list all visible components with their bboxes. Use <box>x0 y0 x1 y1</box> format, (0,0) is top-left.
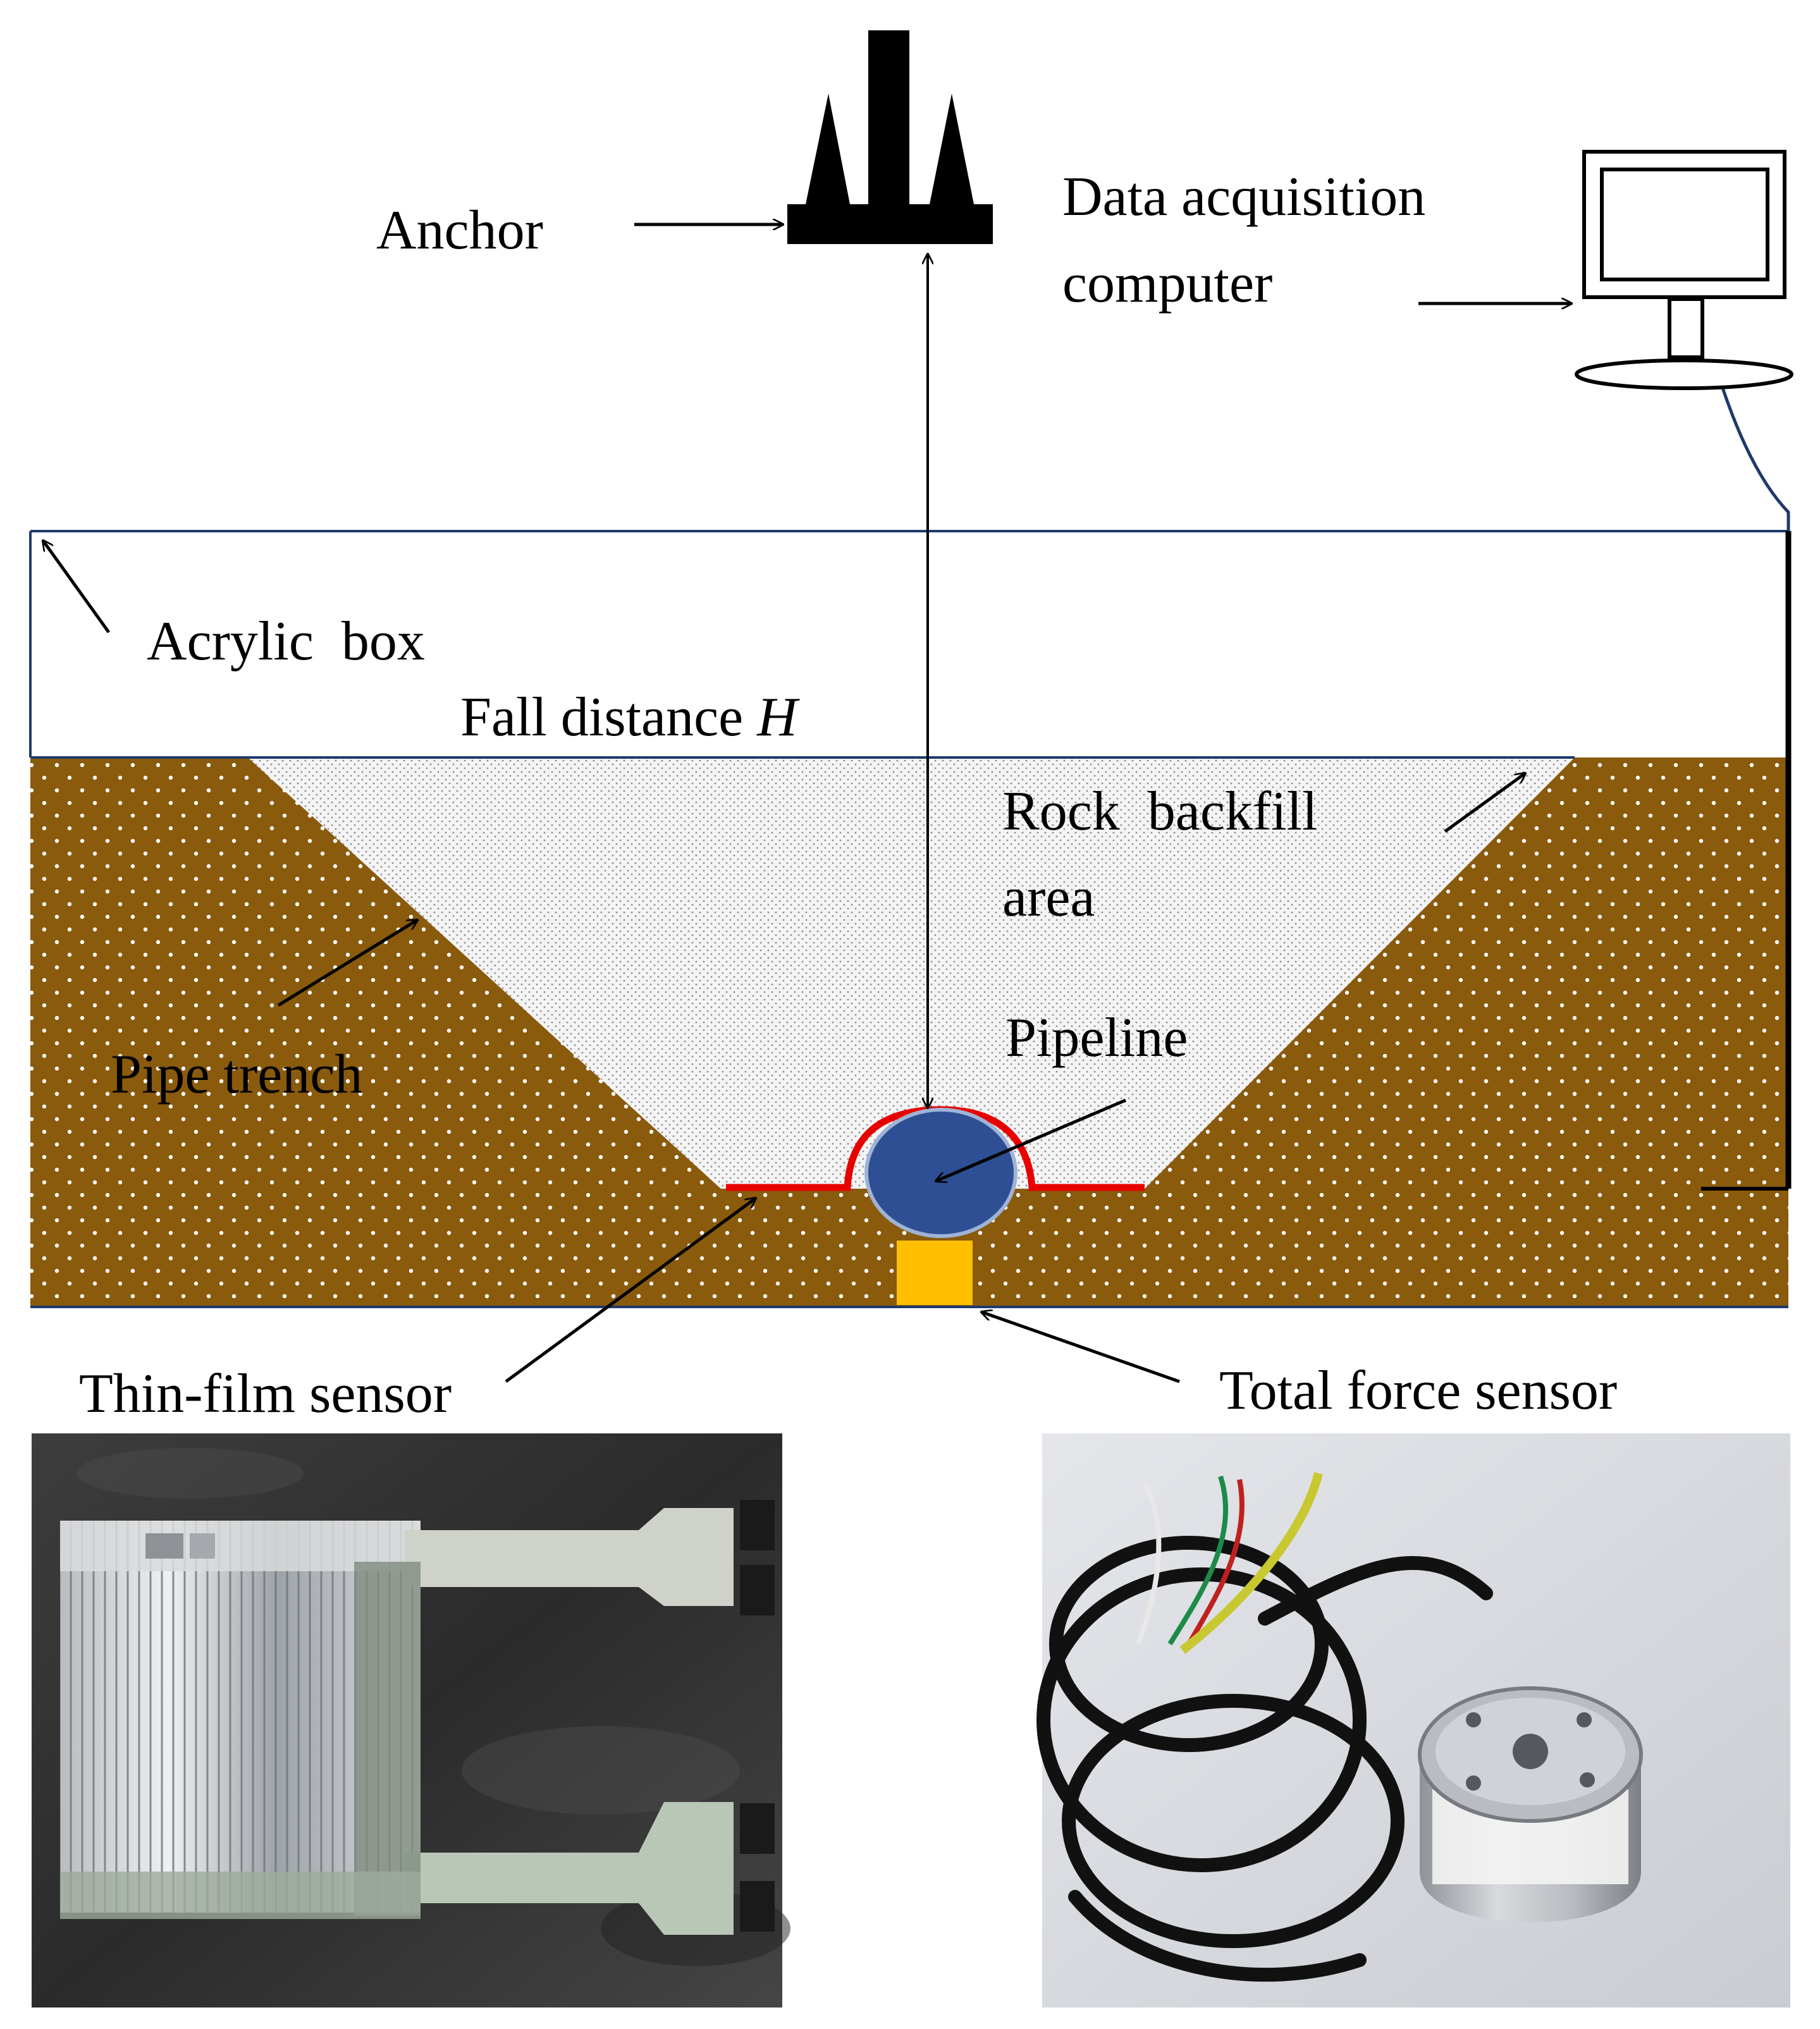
pipeline-label: Pipeline <box>1005 1007 1188 1069</box>
data-cable <box>1717 376 1790 531</box>
acrylic-box-pointer-arrow <box>43 541 111 634</box>
fall-distance-text: Fall distance <box>460 687 757 748</box>
thin-film-sensor-label: Thin-film sensor <box>79 1363 452 1425</box>
total-force-sensor <box>897 1241 973 1305</box>
total-force-sensor-photo <box>1036 1433 1790 2008</box>
pipeline-pointer-arrow <box>936 1098 1126 1181</box>
pipe-trench-pointer-arrow <box>277 920 417 1007</box>
pipe-trench-label: Pipe trench <box>111 1044 362 1105</box>
daq-label-line1: Data acquisition <box>1062 166 1425 228</box>
anchor-icon <box>787 30 993 244</box>
thin-film-sensor-photo <box>32 1433 790 2008</box>
rock-backfill-pointer-arrow <box>1444 773 1525 833</box>
thin-film-sensor-pointer-arrow <box>505 1198 756 1383</box>
acrylic-box-label: Acrylic box <box>147 611 425 672</box>
daq-label-line2: computer <box>1062 253 1272 314</box>
rock-backfill-label-line2: area <box>1002 867 1095 928</box>
total-force-sensor-label: Total force sensor <box>1219 1360 1617 1421</box>
pipe-trench-soil <box>30 757 1788 1307</box>
computer-monitor-icon <box>1575 150 1793 390</box>
total-force-sensor-pointer-arrow <box>981 1312 1180 1383</box>
rock-backfill-area <box>248 757 1575 1189</box>
fall-distance-symbol: H <box>756 687 800 748</box>
pipeline <box>864 1108 1018 1238</box>
anchor-label: Anchor <box>376 200 543 261</box>
rock-backfill-label-line1: Rock backfill <box>1002 781 1318 842</box>
fall-distance-label: Fall distance H <box>460 687 800 748</box>
acrylic-box <box>29 530 1788 1308</box>
